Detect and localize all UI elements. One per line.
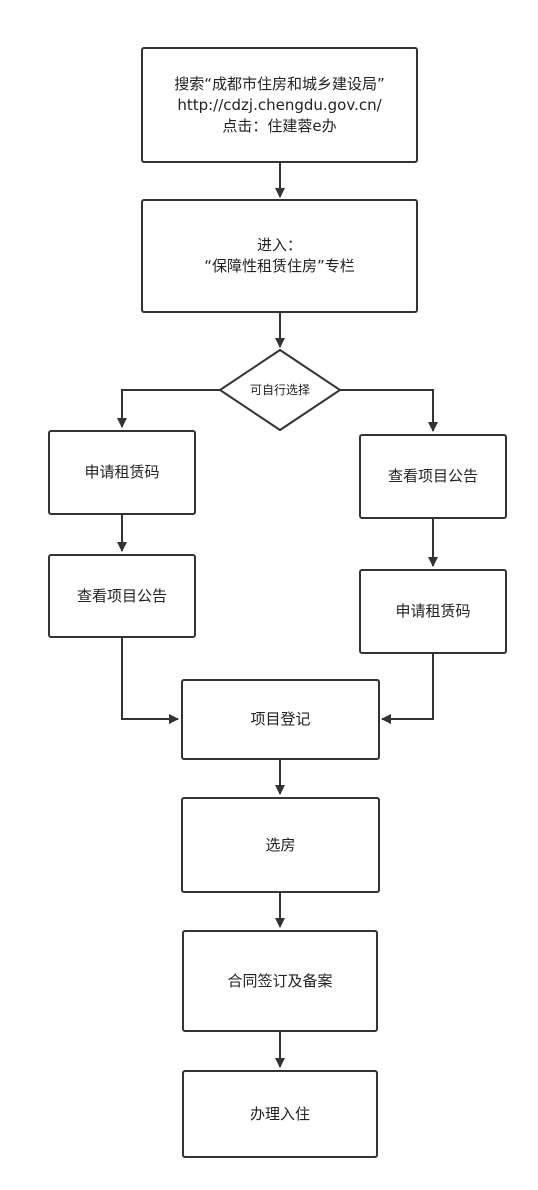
node-enter-column-line2: “保障性租赁住房”专栏 [204,257,355,275]
node-select-housing-label: 选房 [265,835,296,854]
node-search-website-line2: http://cdzj.chengdu.gov.cn/ [177,95,382,114]
node-move-in-label: 办理入住 [249,1104,310,1123]
node-enter-column: 进入： “保障性租赁住房”专栏 [141,199,418,313]
node-right-view-announcement: 查看项目公告 [359,434,507,519]
node-left-view-announcement-label: 查看项目公告 [76,586,167,605]
arrow-left-step2-to-register [121,638,179,724]
decision-label: 可自行选择 [249,383,310,397]
node-select-housing: 选房 [181,797,380,893]
node-move-in: 办理入住 [182,1070,378,1158]
node-enter-column-line1: 进入： [256,236,302,254]
node-right-apply-rental-code: 申请租赁码 [359,569,507,654]
arrow-decision-to-right-branch [340,389,438,432]
node-search-website: 搜索“成都市住房和城乡建设局” http://cdzj.chengdu.gov.… [141,47,418,163]
node-contract-filing-label: 合同签订及备案 [227,971,333,990]
node-right-apply-rental-code-label: 申请租赁码 [395,602,471,620]
arrow-decision-to-left-branch [117,389,220,428]
node-right-view-announcement-label: 查看项目公告 [387,467,478,485]
node-project-registration: 项目登记 [181,679,380,760]
decision-diamond [218,348,342,432]
node-left-apply-rental-code: 申请租赁码 [48,430,196,515]
node-search-website-line3: 点击：住建蓉e办 [222,116,337,135]
node-search-website-line1: 搜索“成都市住房和城乡建设局” [174,74,385,93]
node-contract-filing: 合同签订及备案 [182,930,378,1032]
node-project-registration-label: 项目登记 [250,710,311,728]
node-left-view-announcement: 查看项目公告 [48,554,196,638]
arrow-right-step2-to-register [381,654,434,724]
node-left-apply-rental-code-label: 申请租赁码 [84,463,160,481]
